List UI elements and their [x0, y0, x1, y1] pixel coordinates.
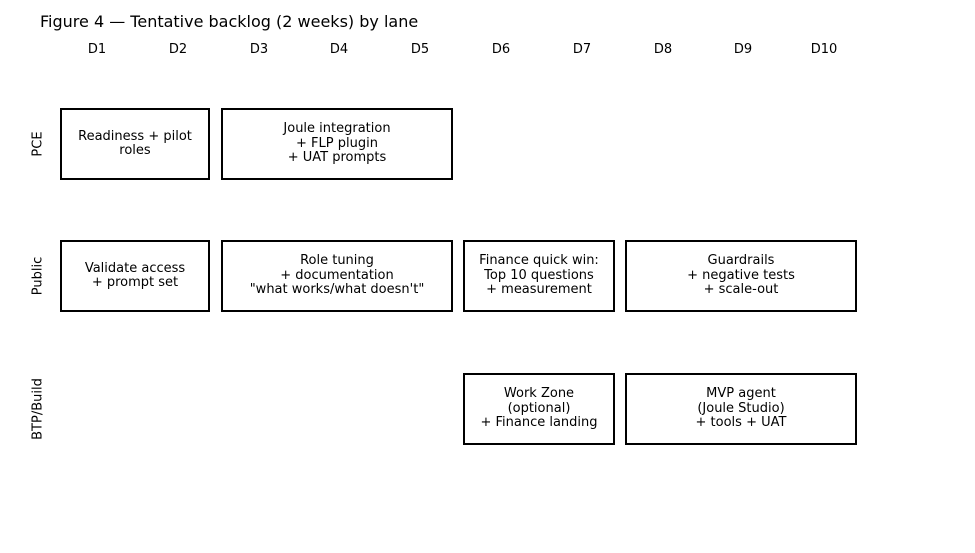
task-box-public-role-tuning: Role tuning + documentation "what works/… — [221, 240, 453, 312]
day-header-d3: D3 — [249, 42, 269, 57]
lane-label-public: Public — [30, 256, 46, 296]
day-header-d4: D4 — [329, 42, 349, 57]
day-header-d9: D9 — [733, 42, 753, 57]
day-header-d5: D5 — [410, 42, 430, 57]
task-box-btp-mvp-agent: MVP agent (Joule Studio) + tools + UAT — [625, 373, 857, 445]
lane-label-btp-build: BTP/Build — [30, 378, 46, 440]
task-box-pce-joule: Joule integration + FLP plugin + UAT pro… — [221, 108, 453, 180]
task-box-btp-work-zone: Work Zone (optional) + Finance landing — [463, 373, 615, 445]
lane-label-pce: PCE — [30, 131, 46, 157]
figure-title: Figure 4 — Tentative backlog (2 weeks) b… — [40, 12, 419, 31]
day-header-d10: D10 — [810, 42, 838, 57]
day-header-d6: D6 — [491, 42, 511, 57]
task-box-public-finance: Finance quick win: Top 10 questions + me… — [463, 240, 615, 312]
day-header-d8: D8 — [653, 42, 673, 57]
day-header-d2: D2 — [168, 42, 188, 57]
task-box-public-validate: Validate access + prompt set — [60, 240, 210, 312]
task-box-pce-readiness: Readiness + pilot roles — [60, 108, 210, 180]
task-box-public-guardrails: Guardrails + negative tests + scale-out — [625, 240, 857, 312]
day-header-d7: D7 — [572, 42, 592, 57]
day-header-d1: D1 — [87, 42, 107, 57]
